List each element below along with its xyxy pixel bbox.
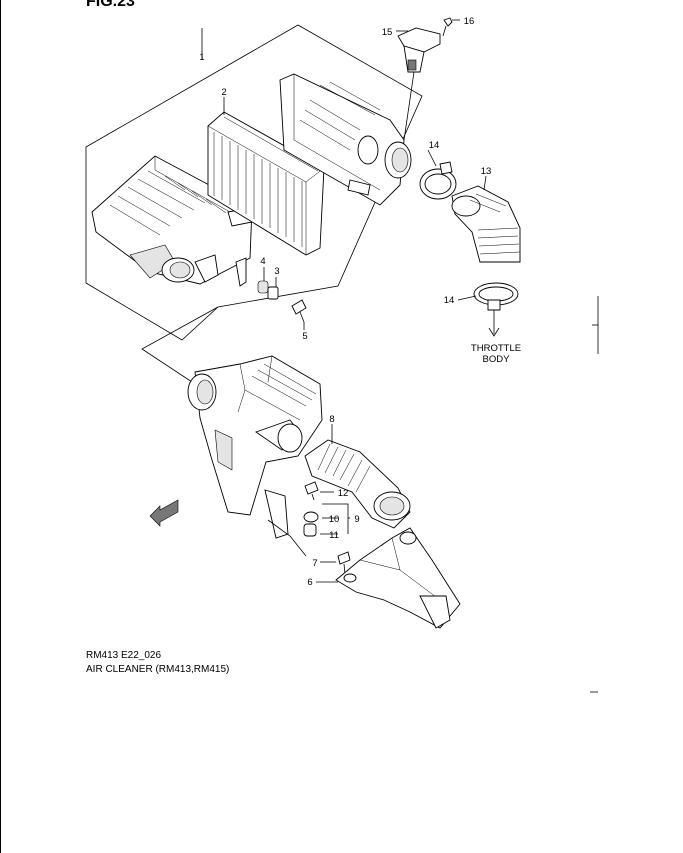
diagram-caption: AIR CLEANER (RM413,RM415) [86,664,229,675]
grommet-part-4 [257,280,269,294]
spacer-part-3 [267,286,279,300]
callout-14-lower: 14 [444,295,455,306]
airflow-sensor [397,27,441,73]
figure-title: FIG.23 [86,0,135,10]
forward-arrow [149,499,179,527]
callout-8: 8 [329,414,334,425]
callout-4: 4 [260,256,265,267]
diagram-code: RM413 E22_026 [86,650,161,661]
bolt-part-7 [337,551,351,575]
callout-14-upper: 14 [429,140,440,151]
callout-10: 10 [329,514,340,525]
callout-11: 11 [329,530,339,541]
hose-clamp-lower [473,282,519,311]
assembly-frame-link [141,306,219,383]
sensor-screw [442,17,453,37]
throttle-label-line1: THROTTLE [471,343,521,354]
bolt-part-5 [291,299,307,323]
callout-9: 9 [354,514,359,525]
resonator-box [187,355,323,539]
callout-3: 3 [274,266,279,277]
callout-2: 2 [221,87,226,98]
callout-5: 5 [302,331,307,342]
air-cleaner-upper-cover [279,73,412,206]
hose-clamp-upper [419,161,457,200]
intake-hose [451,185,521,263]
callout-16: 16 [464,16,475,27]
grommet-part-11 [303,523,317,537]
callout-7: 7 [312,558,317,569]
washer-part-10 [303,511,319,523]
callout-15: 15 [382,27,393,38]
callout-13: 13 [481,166,492,177]
callout-6: 6 [307,577,312,588]
callout-1: 1 [199,52,204,63]
inlet-duct [335,527,461,629]
outlet-hose [304,439,411,529]
bolt-part-12 [304,481,319,501]
callout-12: 12 [338,488,349,499]
throttle-label-line2: BODY [483,354,511,365]
